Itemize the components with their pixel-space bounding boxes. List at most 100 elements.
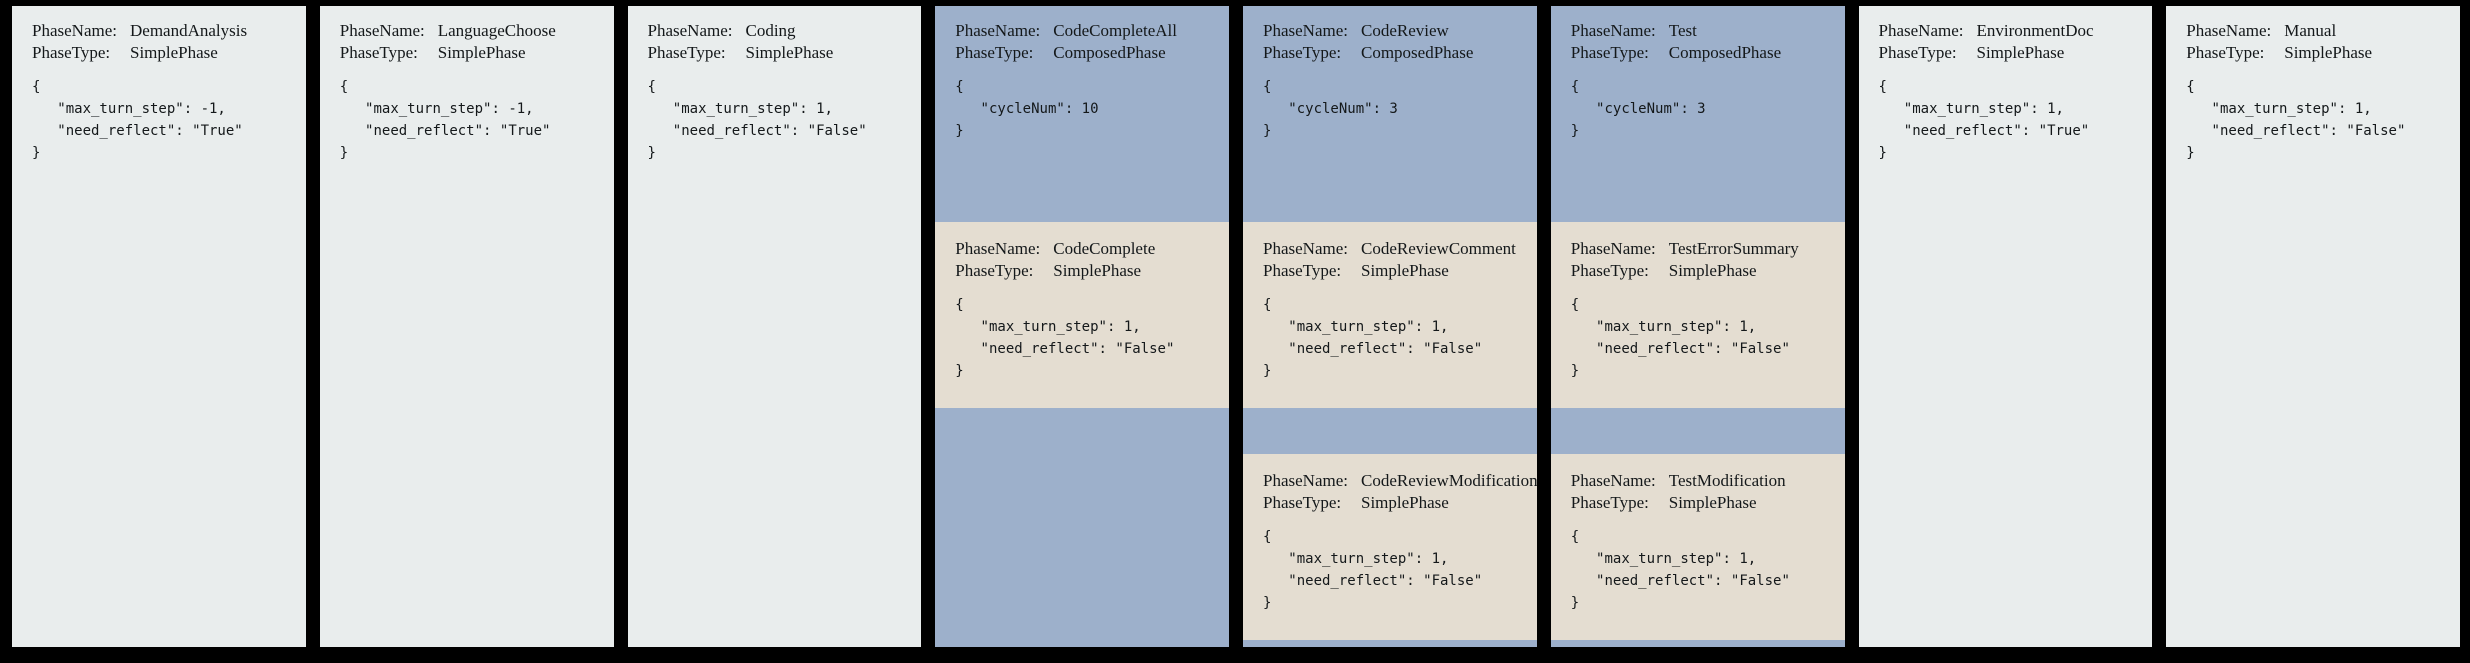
phase-name-label: PhaseName:: [1263, 239, 1348, 258]
phase-block: PhaseName: Coding PhaseType: SimplePhase {…: [628, 6, 922, 164]
phase-config-json: { "max_turn_step": 1, "need_reflect": "F…: [647, 79, 867, 161]
phase-type-label: PhaseType:: [1570, 261, 1649, 280]
phase-type-value: ComposedPhase: [1053, 43, 1166, 62]
phase-type-row: PhaseType: SimplePhase: [1263, 260, 1525, 282]
phase-type-row: PhaseType: SimplePhase: [32, 42, 294, 64]
phase-block: PhaseName: Manual PhaseType: SimplePhase {…: [2166, 6, 2460, 164]
phase-type-value: SimplePhase: [1976, 43, 2065, 62]
phase-type-value: SimplePhase: [1361, 493, 1449, 512]
phase-name-label: PhaseName:: [1263, 471, 1348, 490]
phase-type-value: SimplePhase: [745, 43, 834, 62]
subphase-card-TestModification: PhaseName:TestModification PhaseType:Sim…: [1550, 454, 1845, 640]
phase-type-value: SimplePhase: [1361, 261, 1449, 280]
phase-name-row: PhaseName:CodeComplete: [955, 238, 1217, 260]
phase-block: PhaseName: CodeReview PhaseType: ComposedP…: [1243, 6, 1537, 222]
phase-config-json: { "cycleNum": 3 }: [1263, 79, 1398, 139]
phase-name-value: CodeReviewModification: [1361, 471, 1537, 490]
phase-block: PhaseName:LanguageChoose PhaseType: Simpl…: [320, 6, 614, 164]
phase-block: PhaseName: CodeCompleteAll PhaseType: Comp…: [935, 6, 1229, 222]
phase-type-value: ComposedPhase: [1361, 43, 1474, 62]
phase-name-row: PhaseName:Test: [1571, 20, 1833, 42]
phase-name-label: PhaseName:: [955, 21, 1041, 40]
phase-name-row: PhaseName: EnvironmentDoc: [1879, 20, 2141, 42]
phase-type-value: ComposedPhase: [1668, 43, 1782, 62]
phase-name-row: PhaseName: Manual: [2186, 20, 2448, 42]
phase-name-label: PhaseName:: [32, 21, 117, 40]
phase-type-row: PhaseType:SimplePhase: [1263, 492, 1525, 514]
phase-type-label: PhaseType:: [1878, 43, 1957, 62]
phase-config-json: { "max_turn_step": 1, "need_reflect": "F…: [1570, 529, 1790, 611]
phase-type-row: PhaseType: SimplePhase: [340, 42, 602, 64]
composed-filler: [1551, 640, 1845, 647]
subphase-card-CodeReviewComment: PhaseName: CodeReviewComment PhaseType: Si…: [1243, 222, 1537, 408]
phase-name-label: PhaseName:: [1878, 21, 1964, 40]
phase-name-value: Test: [1668, 21, 1697, 40]
phase-name-value: DemandAnalysis: [130, 21, 248, 40]
phase-type-row: PhaseType: SimplePhase: [2186, 42, 2448, 64]
phase-block: PhaseName: DemandAnalysis PhaseType: Simpl…: [12, 6, 306, 164]
phase-type-value: SimplePhase: [1668, 261, 1757, 280]
subphase-card-CodeComplete: PhaseName:CodeComplete PhaseType: SimpleP…: [935, 222, 1229, 408]
phase-name-row: PhaseName: DemandAnalysis: [32, 20, 294, 42]
phase-type-label: PhaseType:: [1570, 43, 1649, 62]
phase-name-value: Coding: [745, 21, 796, 40]
phase-type-row: PhaseType: SimplePhase: [1571, 260, 1833, 282]
phase-type-value: SimplePhase: [1053, 261, 1142, 280]
phase-type-label: PhaseType:: [1263, 261, 1342, 280]
phase-name-label: PhaseName:: [1570, 471, 1656, 490]
composed-cycle-gap: [1551, 408, 1845, 454]
phase-config-json: { "max_turn_step": 1, "need_reflect": "F…: [1263, 529, 1483, 611]
phase-type-label: PhaseType:: [955, 261, 1034, 280]
phase-config-json: { "cycleNum": 10 }: [955, 79, 1099, 139]
phase-name-value: CodeReviewComment: [1361, 239, 1516, 258]
phase-name-value: EnvironmentDoc: [1976, 21, 2094, 40]
phase-card-DemandAnalysis: PhaseName: DemandAnalysis PhaseType: Simpl…: [12, 6, 306, 647]
phase-card-Manual: PhaseName: Manual PhaseType: SimplePhase {…: [2166, 6, 2460, 647]
phase-type-value: SimplePhase: [437, 43, 526, 62]
phase-config-json: { "max_turn_step": 1, "need_reflect": "T…: [1878, 79, 2090, 161]
subphase-card-TestErrorSummary: PhaseName: TestErrorSummary PhaseType: Sim…: [1550, 222, 1845, 408]
phase-name-label: PhaseName:: [647, 21, 733, 40]
phase-name-value: Manual: [2284, 21, 2337, 40]
phase-config-json: { "max_turn_step": 1, "need_reflect": "F…: [1570, 297, 1790, 379]
phase-name-row: PhaseName: CodeCompleteAll: [955, 20, 1217, 42]
phase-config-json: { "max_turn_step": 1, "need_reflect": "F…: [2186, 79, 2406, 161]
phase-type-label: PhaseType:: [647, 43, 726, 62]
phase-config-json: { "max_turn_step": 1, "need_reflect": "F…: [955, 297, 1175, 379]
phase-block: PhaseName: EnvironmentDoc PhaseType: Simpl…: [1859, 6, 2153, 164]
composed-filler: [1243, 640, 1537, 647]
phase-name-label: PhaseName:: [1570, 239, 1656, 258]
phase-type-label: PhaseType:: [1263, 43, 1342, 62]
phase-name-label: PhaseName:: [339, 21, 425, 40]
phase-config-json: { "cycleNum": 3 }: [1570, 79, 1706, 139]
phase-name-value: CodeCompleteAll: [1053, 21, 1177, 40]
phase-name-label: PhaseName:: [2186, 21, 2272, 40]
phase-name-label: PhaseName:: [955, 239, 1041, 258]
phase-type-row: PhaseType:SimplePhase: [1571, 492, 1833, 514]
phase-type-row: PhaseType: SimplePhase: [648, 42, 910, 64]
phase-name-row: PhaseName:LanguageChoose: [340, 20, 602, 42]
phase-name-row: PhaseName: TestErrorSummary: [1571, 238, 1833, 260]
phase-card-Test: PhaseName:Test PhaseType:ComposedPhase {…: [1550, 6, 1845, 647]
phase-card-Coding: PhaseName: Coding PhaseType: SimplePhase {…: [627, 6, 922, 647]
phase-card-CodeCompleteAll: PhaseName: CodeCompleteAll PhaseType: Comp…: [935, 6, 1229, 647]
phase-type-label: PhaseType:: [955, 43, 1034, 62]
phase-config-json: { "max_turn_step": -1, "need_reflect": "…: [339, 79, 551, 161]
phase-type-value: SimplePhase: [130, 43, 218, 62]
phase-type-row: PhaseType: ComposedPhase: [955, 42, 1217, 64]
phase-type-label: PhaseType:: [339, 43, 418, 62]
phase-type-row: PhaseType: ComposedPhase: [1263, 42, 1525, 64]
phase-block: PhaseName:Test PhaseType: ComposedPhase {…: [1551, 6, 1845, 222]
phase-card-LanguageChoose: PhaseName:LanguageChoose PhaseType: Simpl…: [319, 6, 614, 647]
phase-name-row: PhaseName:TestModification: [1571, 470, 1833, 492]
phase-name-value: TestErrorSummary: [1668, 239, 1799, 258]
phase-card-EnvironmentDoc: PhaseName: EnvironmentDoc PhaseType: Simpl…: [1858, 6, 2153, 647]
phase-type-label: PhaseType:: [32, 43, 111, 62]
phase-type-label: PhaseType:: [2186, 43, 2265, 62]
phase-name-row: PhaseName: CodeReview: [1263, 20, 1525, 42]
phase-name-value: CodeReview: [1361, 21, 1449, 40]
phase-type-value: SimplePhase: [1668, 493, 1757, 512]
phase-type-value: SimplePhase: [2284, 43, 2373, 62]
phase-config-json: { "max_turn_step": -1, "need_reflect": "…: [32, 79, 243, 161]
phase-name-label: PhaseName:: [1263, 21, 1348, 40]
